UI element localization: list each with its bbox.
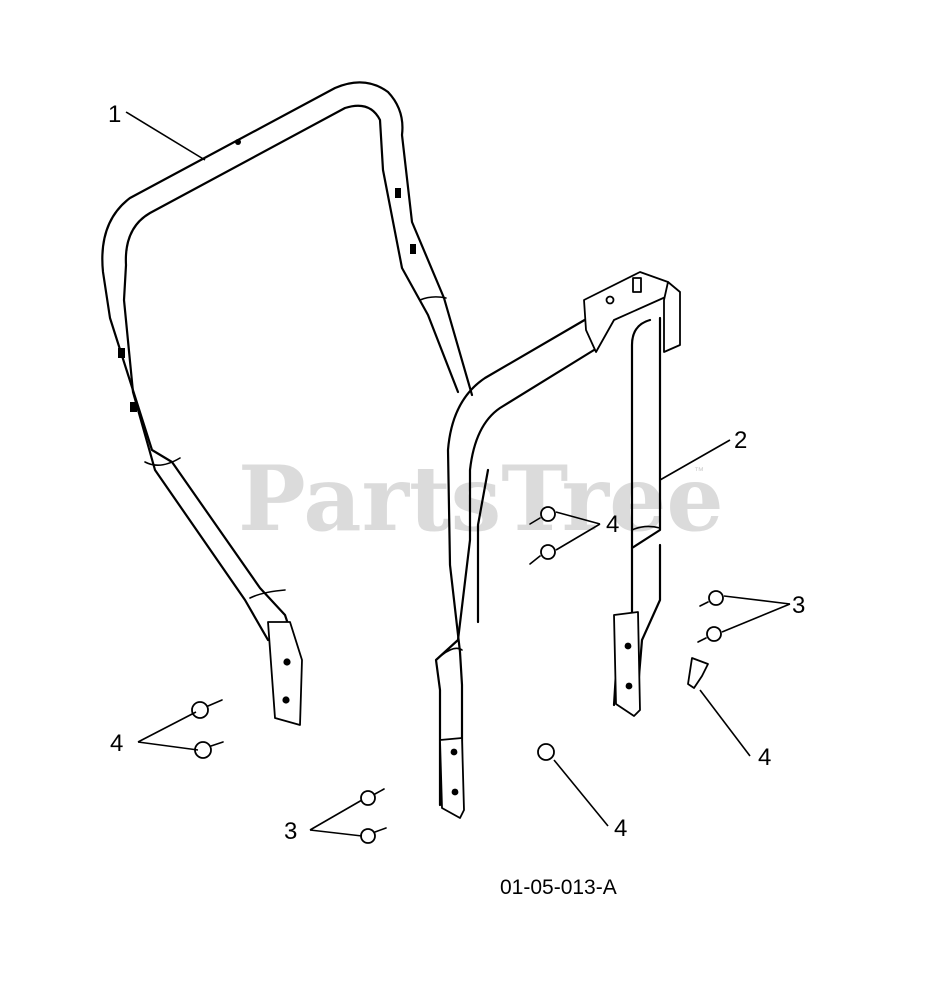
callout-4-left: 4 xyxy=(110,730,123,757)
callout-4-bottom: 4 xyxy=(614,815,627,842)
callout-3-lower-left: 3 xyxy=(284,818,297,845)
watermark-trademark: ™ xyxy=(694,466,704,477)
callout-1: 1 xyxy=(108,101,121,128)
watermark-text: PartsTree xyxy=(238,446,724,552)
callout-2: 2 xyxy=(734,427,747,454)
callout-4-center: 4 xyxy=(606,511,619,538)
handle-lower-frame xyxy=(434,271,681,819)
leader-lines xyxy=(125,111,791,837)
bolt-icon xyxy=(191,506,724,844)
callout-4-right: 4 xyxy=(758,744,771,771)
callout-3-upper-right: 3 xyxy=(792,592,805,619)
handle-upper-frame xyxy=(101,81,474,726)
figure-number: 01-05-013-A xyxy=(500,876,617,899)
